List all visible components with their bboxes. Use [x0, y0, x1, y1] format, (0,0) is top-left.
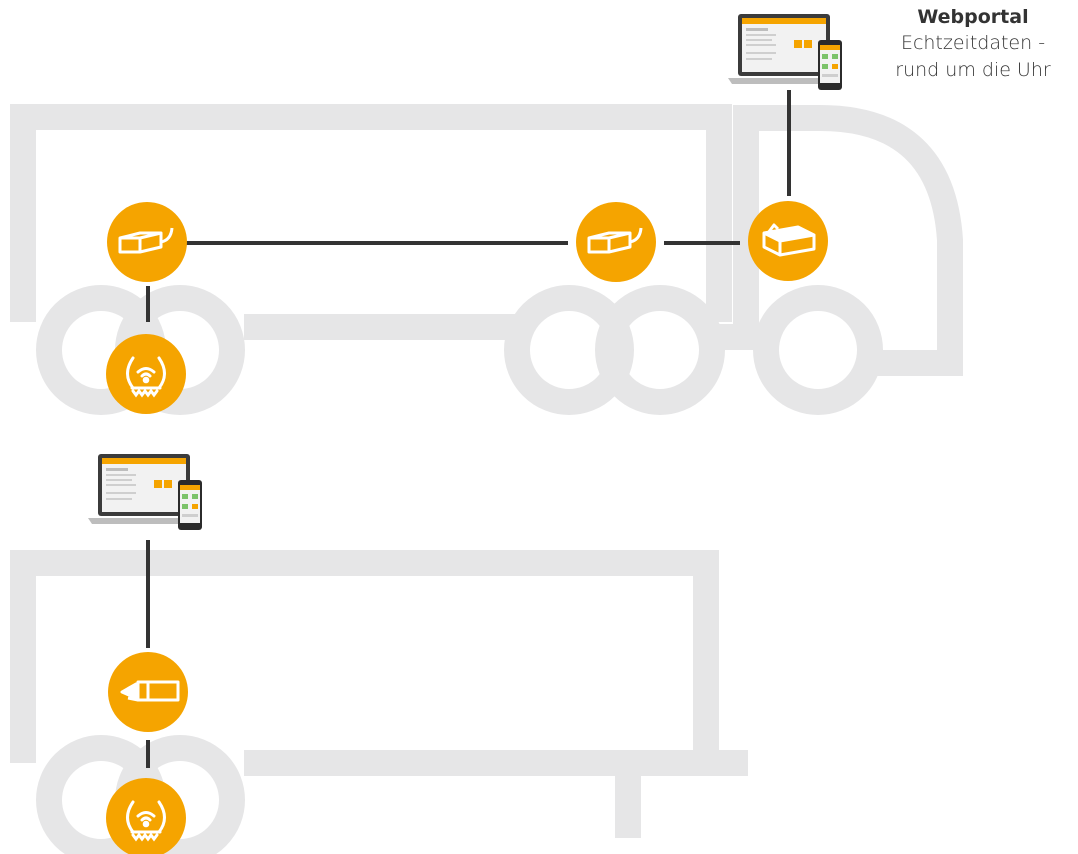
tire-pressure-wifi-icon: [126, 356, 166, 398]
webportal-subtitle-line1: Echtzeitdaten -: [900, 32, 1046, 54]
sensor-node: [107, 202, 187, 282]
sensor-box-icon: [118, 227, 174, 254]
receiver-node: [748, 201, 828, 281]
receiver-node: [108, 652, 188, 732]
tire-pressure-node: [106, 778, 186, 854]
webportal-subtitle-line2: rund um die Uhr: [895, 59, 1051, 81]
receiver-box-icon: [120, 680, 180, 702]
tire-pressure-wifi-icon: [126, 800, 166, 842]
sensor-node: [576, 202, 656, 282]
laptop-and-phone-icon: [728, 14, 842, 90]
webportal-caption: Webportal Echtzeitdaten - rund um die Uh…: [868, 4, 1078, 84]
connector-lines: [146, 90, 791, 768]
laptop-and-phone-icon: [88, 454, 202, 530]
receiver-box-icon: [762, 223, 816, 257]
tire-pressure-node: [106, 334, 186, 414]
cab-outline: [733, 105, 963, 376]
webportal-title: Webportal: [917, 6, 1029, 28]
sensor-box-icon: [587, 227, 643, 254]
trailer-outline-bottom: [10, 550, 748, 854]
trailer-body-outline: [10, 104, 732, 322]
trailer-body-outline: [10, 550, 719, 763]
truck-outline-top: [10, 104, 963, 415]
cab-wheel: [753, 285, 883, 415]
